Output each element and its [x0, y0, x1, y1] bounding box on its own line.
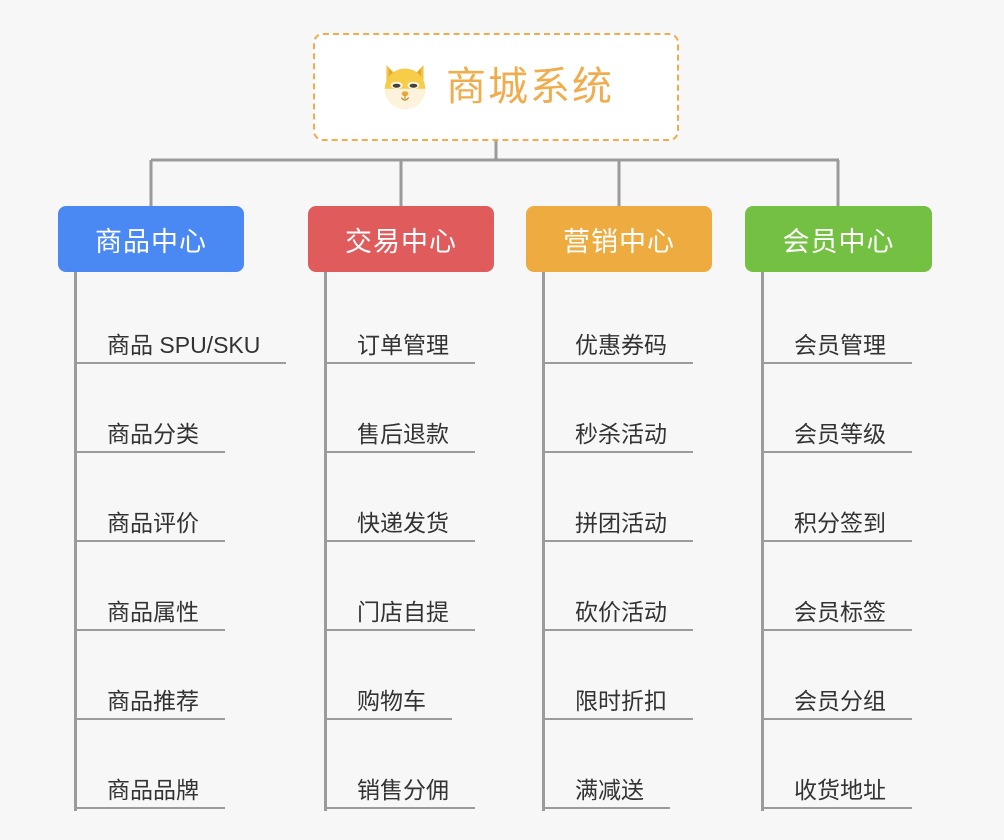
branch-column-member: 会员中心 会员管理 会员等级 积分签到 会员标签 会员分组 收货地址	[745, 206, 965, 811]
leaf-item[interactable]: 订单管理	[327, 272, 528, 366]
leaf-item[interactable]: 积分签到	[764, 455, 965, 544]
leaf-label: 优惠券码	[545, 332, 693, 364]
leaf-label: 收货地址	[764, 777, 912, 809]
leaf-item[interactable]: 商品属性	[77, 544, 278, 633]
leaf-item[interactable]: 收货地址	[764, 722, 965, 811]
leaf-item[interactable]: 会员管理	[764, 272, 965, 366]
leaf-label: 会员管理	[764, 332, 912, 364]
branch-header-label: 营销中心	[563, 226, 675, 257]
leaf-list-marketing: 优惠券码 秒杀活动 拼团活动 砍价活动 限时折扣 满减送	[542, 272, 746, 811]
branch-header-label: 会员中心	[782, 226, 895, 257]
leaf-label: 商品 SPU/SKU	[77, 332, 287, 364]
branch-header-marketing[interactable]: 营销中心	[526, 206, 712, 272]
leaf-list-product: 商品 SPU/SKU 商品分类 商品评价 商品属性 商品推荐 商品品牌	[74, 272, 287, 811]
leaf-item[interactable]: 限时折扣	[545, 633, 746, 722]
leaf-label: 商品推荐	[77, 688, 225, 720]
leaf-item[interactable]: 快递发货	[327, 455, 528, 544]
leaf-item[interactable]: 购物车	[327, 633, 528, 722]
leaf-item[interactable]: 会员等级	[764, 366, 965, 455]
leaf-list-trade: 订单管理 售后退款 快递发货 门店自提 购物车 销售分佣	[324, 272, 528, 811]
root-node[interactable]: 商城系统	[313, 33, 679, 141]
leaf-item[interactable]: 拼团活动	[545, 455, 746, 544]
leaf-label: 会员等级	[764, 421, 912, 453]
leaf-item[interactable]: 满减送	[545, 722, 746, 811]
leaf-label: 售后退款	[327, 421, 475, 453]
leaf-item[interactable]: 优惠券码	[545, 272, 746, 366]
leaf-label: 购物车	[327, 688, 452, 720]
leaf-item[interactable]: 商品 SPU/SKU	[77, 272, 287, 366]
leaf-label: 满减送	[545, 777, 670, 809]
shiba-dog-face-icon	[378, 60, 432, 114]
leaf-label: 砍价活动	[545, 599, 693, 631]
branch-header-trade[interactable]: 交易中心	[308, 206, 494, 272]
leaf-label: 订单管理	[327, 332, 475, 364]
leaf-label: 秒杀活动	[545, 421, 693, 453]
leaf-label: 拼团活动	[545, 510, 693, 542]
branch-header-member[interactable]: 会员中心	[745, 206, 932, 272]
leaf-label: 会员标签	[764, 599, 912, 631]
root-title: 商城系统	[446, 65, 614, 109]
leaf-item[interactable]: 商品分类	[77, 366, 278, 455]
leaf-item[interactable]: 会员分组	[764, 633, 965, 722]
leaf-label: 商品品牌	[77, 777, 225, 809]
leaf-label: 限时折扣	[545, 688, 693, 720]
leaf-item[interactable]: 秒杀活动	[545, 366, 746, 455]
branch-column-marketing: 营销中心 优惠券码 秒杀活动 拼团活动 砍价活动 限时折扣 满减送	[526, 206, 746, 811]
leaf-item[interactable]: 商品推荐	[77, 633, 278, 722]
leaf-label: 快递发货	[327, 510, 475, 542]
leaf-list-member: 会员管理 会员等级 积分签到 会员标签 会员分组 收货地址	[761, 272, 965, 811]
branch-header-label: 商品中心	[95, 226, 207, 257]
leaf-item[interactable]: 售后退款	[327, 366, 528, 455]
leaf-label: 销售分佣	[327, 777, 475, 809]
leaf-label: 商品属性	[77, 599, 225, 631]
branch-column-product: 商品中心 商品 SPU/SKU 商品分类 商品评价 商品属性 商品推荐 商品品牌	[58, 206, 287, 811]
leaf-item[interactable]: 销售分佣	[327, 722, 528, 811]
leaf-item[interactable]: 会员标签	[764, 544, 965, 633]
leaf-item[interactable]: 商品评价	[77, 455, 278, 544]
leaf-item[interactable]: 商品品牌	[77, 722, 278, 811]
leaf-label: 商品分类	[77, 421, 225, 453]
leaf-label: 会员分组	[764, 688, 912, 720]
branch-column-trade: 交易中心 订单管理 售后退款 快递发货 门店自提 购物车 销售分佣	[308, 206, 528, 811]
leaf-item[interactable]: 砍价活动	[545, 544, 746, 633]
branch-header-label: 交易中心	[345, 226, 457, 257]
leaf-label: 门店自提	[327, 599, 475, 631]
leaf-item[interactable]: 门店自提	[327, 544, 528, 633]
leaf-label: 商品评价	[77, 510, 225, 542]
branch-header-product[interactable]: 商品中心	[58, 206, 244, 272]
leaf-label: 积分签到	[764, 510, 912, 542]
